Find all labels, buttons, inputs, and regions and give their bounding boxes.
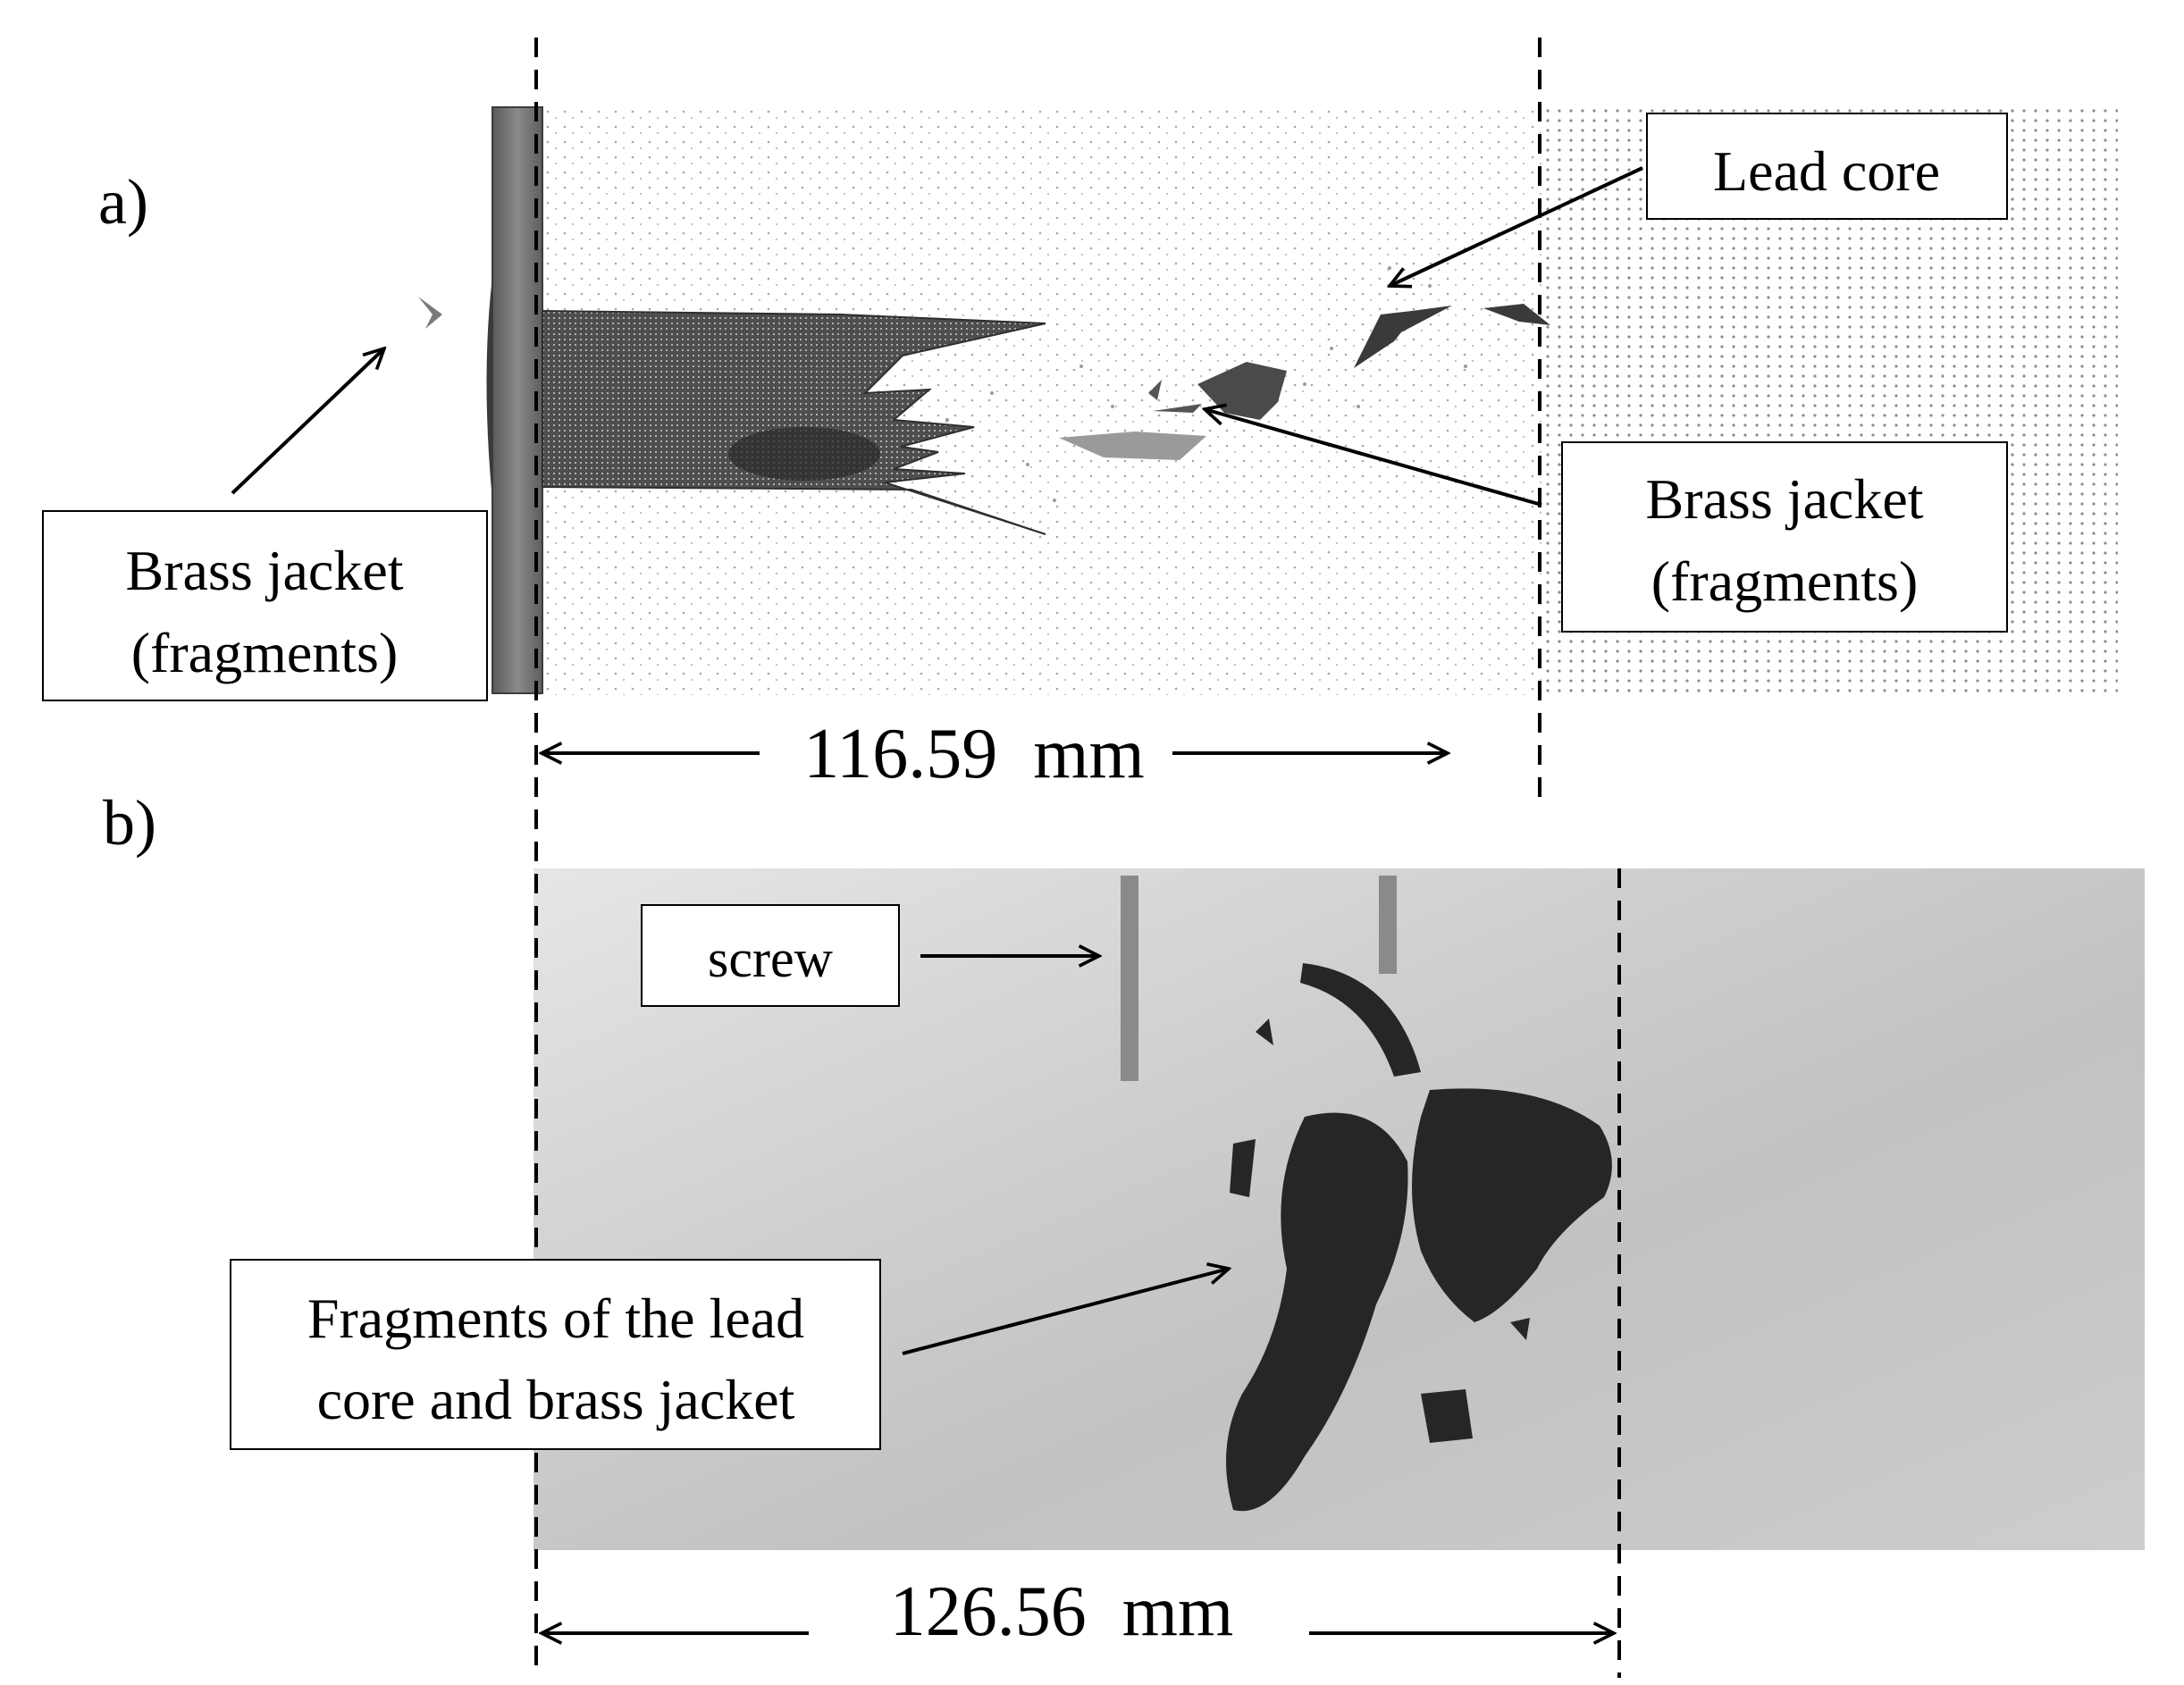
label-fragments-line2: core and brass jacket xyxy=(317,1368,795,1431)
dimension-a-value: 116.59 mm xyxy=(803,715,1144,793)
xray-fragment-cloud xyxy=(1226,963,1612,1512)
label-brass-jacket-right-line1: Brass jacket xyxy=(1646,467,1924,531)
arrow-lead-core xyxy=(1390,166,1643,286)
label-brass-jacket-right-line2: (fragments) xyxy=(1651,549,1919,613)
callout-lead-core: Lead core xyxy=(1646,113,2008,220)
label-screw: screw xyxy=(708,929,834,988)
fragment-spike-center xyxy=(1153,404,1202,413)
callout-fragments: Fragments of the lead core and brass jac… xyxy=(230,1259,881,1450)
panel-b-letter: b) xyxy=(103,787,156,859)
label-brass-jacket-left-line2: (fragments) xyxy=(131,621,399,684)
label-brass-jacket-left-line1: Brass jacket xyxy=(126,539,404,602)
callout-brass-jacket-right: Brass jacket (fragments) xyxy=(1561,441,2008,633)
arrow-brass-jacket-right xyxy=(1205,409,1542,507)
lead-core-fragment-2 xyxy=(1483,304,1550,325)
lead-core-fragment-1 xyxy=(1354,306,1452,368)
dimension-b: 126.56 mm xyxy=(542,1572,1614,1651)
panel-a-letter: a) xyxy=(98,166,148,238)
arrow-fragments xyxy=(902,1269,1229,1355)
plate-bulge xyxy=(486,277,492,500)
brass-fragment-left xyxy=(418,297,442,329)
target-plate xyxy=(491,106,543,694)
label-lead-core: Lead core xyxy=(1713,139,1940,203)
screw-left xyxy=(1121,876,1138,1081)
dimension-a: 116.59 mm xyxy=(542,715,1448,793)
callout-brass-jacket-left: Brass jacket (fragments) xyxy=(42,510,488,701)
fragment-streak-center xyxy=(1059,432,1206,460)
fragment-center-small xyxy=(1148,380,1162,400)
callout-screw: screw xyxy=(641,904,900,1007)
label-fragments-line1: Fragments of the lead xyxy=(307,1287,804,1350)
screw-right xyxy=(1379,876,1397,974)
dimension-b-value: 126.56 mm xyxy=(890,1572,1233,1651)
panel-a-simulation xyxy=(418,105,2118,695)
projectile-body xyxy=(542,309,1046,535)
arrow-brass-jacket-left xyxy=(231,348,384,495)
projectile-dark-core xyxy=(728,427,880,481)
speckle xyxy=(945,266,1467,502)
